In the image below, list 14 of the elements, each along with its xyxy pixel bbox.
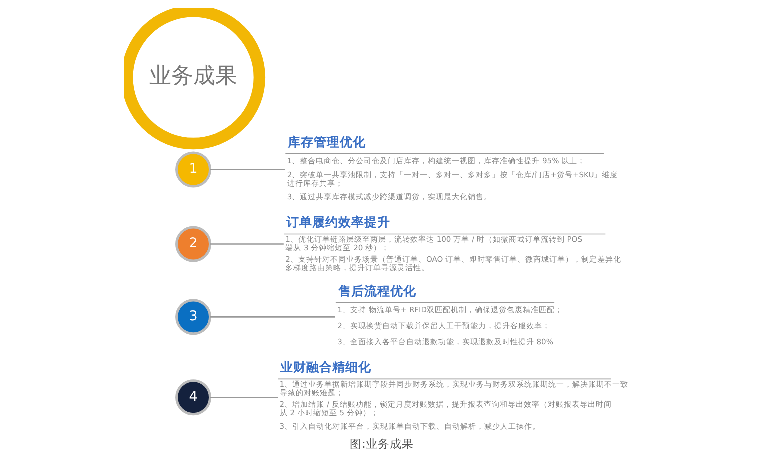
connector (210, 244, 284, 245)
connector (210, 169, 285, 170)
node-text: 库存管理优化 1、整合电商仓、分公司仓及门店库存，构建统一视图，库存准确性提升 95% 以上； 2、突破单一共享池限制，支持「一对一、多对一、多对多」按「仓库/门店+货号+SKU」维度进行库存共享； 3、通过共享库存模式减少跨渠道调货，实现最大化销售。 (286, 134, 618, 202)
connector (210, 316, 335, 318)
node-circle: 1 (175, 152, 212, 188)
node-text: 业财融合精细化 1、通过业务单据新增账期字段并同步财务系统，实现业务与财务双系统账期统一，解决账期不一致导致的对账难题； 2、增加结账 / 反结账功能，锁定月度对账数据，提升报表查询和导出效率（对账报表导出时间从 2 小时缩短至 5 分钟）； 3、引入自动化对账平台，实现账单自动下载、自动解析，减少人工操作。 (279, 360, 628, 432)
node-text: 订单履约效率提升 1、优化订单链路层级至两层，流转效率达 100 万单 / 时（如微商城订单流转到 POS 端从 3 分钟缩短至 20 秒）； 2、支持针对不同业务场景（普通订单、OAO 订单、即时零售订单、微商城订单），制定差异化多梯度路由策略，提升订单寻源灵活性。 (285, 214, 622, 272)
node-circle: 业务成果 (124, 8, 266, 150)
connector (210, 396, 278, 398)
node-text: 售后流程优化 1、支持 物流单号+ RFID双匹配机制，确保退货包裹精准匹配； 2、实现换货自动下载并保留人工干预能力，提升客服效率； 3、全面接入各平台自动退款功能，实现退款及时性提升 80% (337, 283, 563, 347)
node-circle: 2 (175, 226, 212, 262)
caption: 图:业务成果 (350, 437, 414, 452)
node-circle: 4 (175, 380, 212, 416)
node-circle: 3 (175, 299, 212, 336)
